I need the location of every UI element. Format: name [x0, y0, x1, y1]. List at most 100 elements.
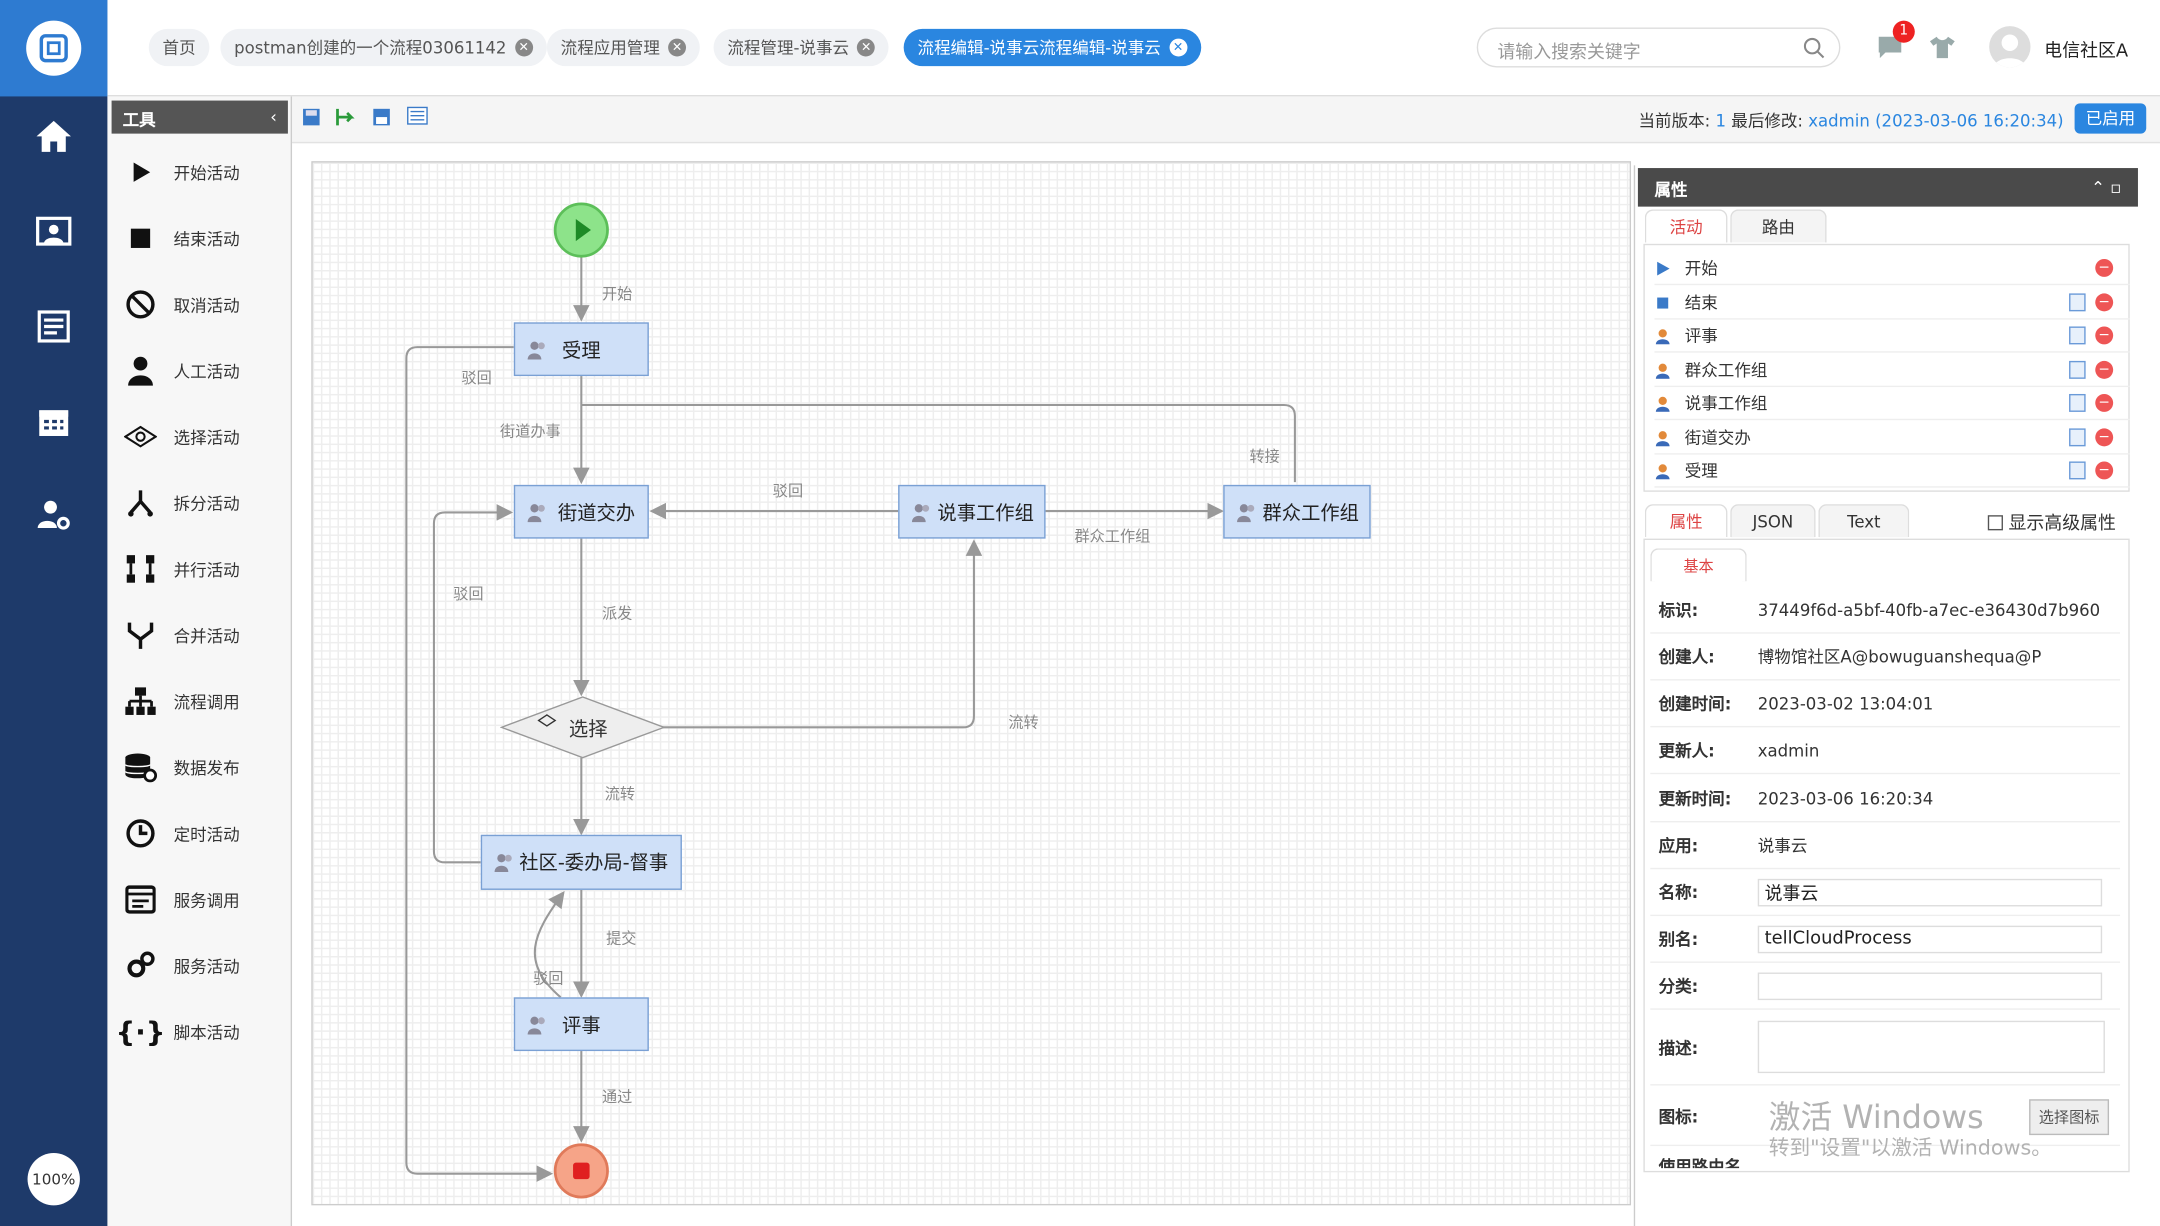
- checkbox[interactable]: [1987, 515, 2003, 531]
- delete-icon[interactable]: −: [2095, 393, 2114, 412]
- node-community[interactable]: 社区-委办局-督事: [480, 834, 682, 890]
- tab-json[interactable]: JSON: [1730, 504, 1816, 538]
- node-street[interactable]: 街道交办: [513, 484, 649, 539]
- tool-data-publish[interactable]: 数据发布: [124, 748, 287, 787]
- close-icon[interactable]: ✕: [668, 38, 687, 57]
- copy-icon[interactable]: [2069, 461, 2086, 480]
- tool-label: 合并活动: [173, 626, 240, 646]
- edge-label[interactable]: 流转: [604, 785, 636, 804]
- search-input[interactable]: 请输入搜索关键字: [1476, 27, 1841, 68]
- section-basic[interactable]: 基本: [1650, 548, 1747, 582]
- activity-item[interactable]: 评事−: [1654, 320, 2130, 353]
- edge-label[interactable]: 驳回: [533, 969, 564, 988]
- copy-icon[interactable]: [2069, 393, 2086, 412]
- tool-service-call[interactable]: 服务调用: [124, 880, 287, 919]
- tool-start[interactable]: 开始活动: [124, 153, 287, 192]
- user-name[interactable]: 电信社区A: [2044, 41, 2129, 62]
- status-badge[interactable]: 已启用: [2074, 103, 2147, 134]
- activity-item[interactable]: 受理−: [1654, 455, 2130, 488]
- tab-postman[interactable]: postman创建的一个流程03061142✕: [220, 28, 547, 67]
- tab-process-edit[interactable]: 流程编辑-说事云流程编辑-说事云✕: [903, 28, 1201, 67]
- user-settings-icon[interactable]: [30, 492, 77, 539]
- copy-icon[interactable]: [2069, 360, 2086, 379]
- node-mass-group[interactable]: 群众工作组: [1223, 484, 1371, 539]
- delete-icon[interactable]: −: [2095, 293, 2114, 312]
- edge-label[interactable]: 驳回: [453, 585, 484, 604]
- tool-service[interactable]: 服务活动: [124, 946, 287, 985]
- tab-attributes[interactable]: 属性: [1644, 504, 1728, 538]
- save-as-icon[interactable]: [372, 107, 391, 126]
- advanced-toggle[interactable]: 显示高级属性: [1987, 508, 2116, 534]
- activity-item[interactable]: 街道交办−: [1654, 422, 2130, 455]
- avatar[interactable]: [1989, 26, 2031, 68]
- tool-split[interactable]: 拆分活动: [124, 484, 287, 523]
- delete-icon[interactable]: −: [2095, 326, 2114, 345]
- name-input[interactable]: [1757, 878, 2103, 906]
- end-node[interactable]: [553, 1143, 609, 1199]
- alias-input[interactable]: [1757, 925, 2103, 953]
- activity-item[interactable]: 群众工作组−: [1654, 354, 2130, 388]
- close-icon[interactable]: ✕: [857, 38, 876, 57]
- shirt-icon[interactable]: [1929, 34, 1957, 59]
- edge-label[interactable]: 派发: [601, 604, 633, 623]
- tab-text[interactable]: Text: [1818, 504, 1910, 538]
- tool-manual[interactable]: 人工活动: [124, 351, 287, 390]
- edge-label[interactable]: 驳回: [461, 369, 492, 388]
- copy-icon[interactable]: [2069, 326, 2086, 345]
- node-accept[interactable]: 受理: [513, 322, 649, 377]
- edge-label[interactable]: 街道办事: [500, 422, 561, 441]
- form-icon[interactable]: [30, 303, 77, 350]
- close-icon[interactable]: ✕: [1169, 38, 1188, 57]
- user-card-icon[interactable]: [30, 209, 77, 256]
- collapse-icon[interactable]: ‹: [270, 107, 277, 127]
- calendar-icon[interactable]: [30, 398, 77, 445]
- edge-label[interactable]: 通过: [601, 1088, 633, 1107]
- tool-subprocess[interactable]: 流程调用: [124, 682, 287, 721]
- zoom-level[interactable]: 100%: [27, 1152, 80, 1206]
- copy-icon[interactable]: [2069, 293, 2086, 312]
- tool-parallel[interactable]: 并行活动: [124, 550, 287, 589]
- node-choice[interactable]: [500, 696, 666, 759]
- publish-icon[interactable]: [335, 106, 357, 128]
- flow-canvas[interactable]: 受理 街道交办 说事工作组 群众工作组 选择 社区-委办局-督事 评事 开始 驳…: [311, 161, 1632, 1206]
- node-talk-group[interactable]: 说事工作组: [898, 484, 1046, 539]
- tool-timer[interactable]: 定时活动: [124, 814, 287, 853]
- activity-item[interactable]: 说事工作组−: [1654, 387, 2130, 421]
- delete-icon[interactable]: −: [2095, 360, 2114, 379]
- app-logo[interactable]: [0, 0, 108, 97]
- tab-home[interactable]: 首页: [148, 28, 210, 67]
- tool-cancel[interactable]: 取消活动: [124, 285, 287, 324]
- start-node[interactable]: [553, 202, 609, 258]
- tab-activities[interactable]: 活动: [1644, 209, 1728, 243]
- edge-label[interactable]: 群众工作组: [1074, 527, 1151, 546]
- copy-icon[interactable]: [2069, 428, 2086, 447]
- edge-label[interactable]: 驳回: [772, 482, 804, 501]
- node-review[interactable]: 评事: [513, 997, 649, 1052]
- edge-label[interactable]: 提交: [606, 929, 637, 948]
- search-icon[interactable]: [1802, 36, 1827, 61]
- tool-merge[interactable]: 合并活动: [124, 616, 287, 655]
- save-icon[interactable]: [302, 107, 321, 126]
- home-icon[interactable]: [30, 113, 77, 160]
- close-icon[interactable]: ✕: [514, 38, 533, 57]
- tool-end[interactable]: 结束活动: [124, 219, 287, 258]
- message-icon[interactable]: [1876, 34, 1904, 59]
- edge-label[interactable]: 转接: [1249, 447, 1280, 466]
- tab-app-management[interactable]: 流程应用管理✕: [546, 28, 700, 67]
- collapse-icon[interactable]: ⌃ ▫: [2091, 177, 2122, 197]
- delete-icon[interactable]: −: [2095, 428, 2114, 447]
- edge-label[interactable]: 流转: [1008, 713, 1039, 732]
- tool-choice[interactable]: 选择活动: [123, 417, 287, 456]
- tab-routes[interactable]: 路由: [1730, 209, 1827, 243]
- activity-item[interactable]: 结束−: [1654, 287, 2130, 320]
- delete-icon[interactable]: −: [2095, 461, 2114, 480]
- description-textarea[interactable]: [1757, 1020, 2105, 1074]
- layout-icon[interactable]: [406, 106, 428, 125]
- delete-icon[interactable]: −: [2095, 258, 2114, 277]
- category-input[interactable]: [1757, 971, 2103, 1000]
- activity-item[interactable]: 开始−: [1654, 252, 2130, 286]
- tool-script[interactable]: {·}脚本活动: [116, 1012, 287, 1051]
- choose-icon-button[interactable]: 选择图标: [2029, 1098, 2110, 1135]
- tab-process-management[interactable]: 流程管理-说事云✕: [713, 28, 889, 67]
- edge-label[interactable]: 开始: [601, 285, 633, 304]
